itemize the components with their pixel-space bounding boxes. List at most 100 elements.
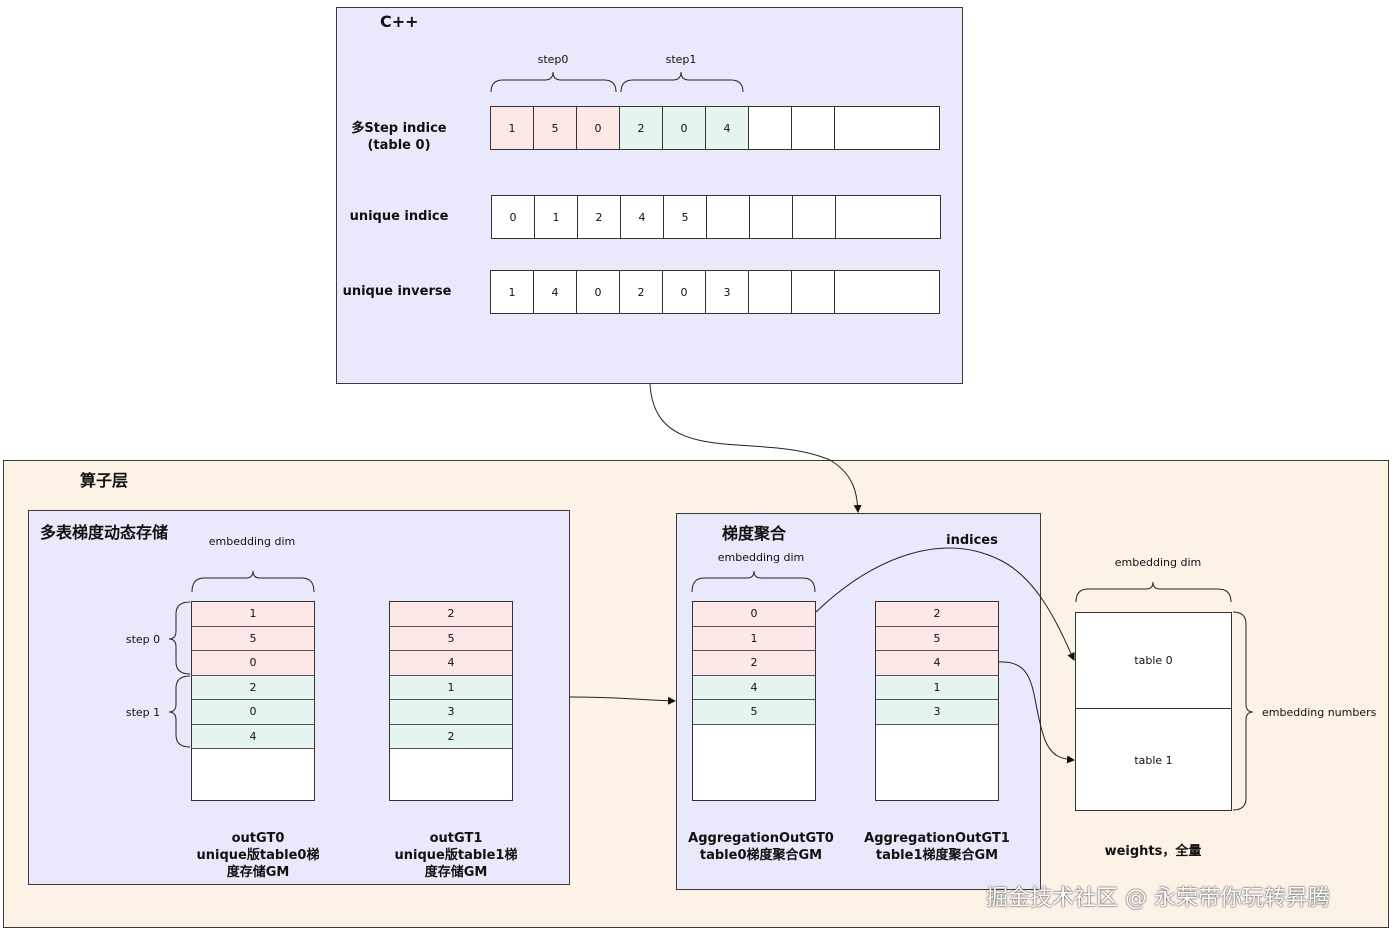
cell: 4 [621,196,664,238]
aggregation-dim-bracket [691,570,816,593]
cell: 1 [693,626,815,651]
cell: 4 [192,724,314,749]
cell [792,107,835,149]
weights-dim-bracket [1075,581,1232,603]
cell: 2 [693,651,815,676]
unique-indice-row: 0 1 2 4 5 [491,195,941,239]
aggregation-gt0-label-line1: AggregationOutGT0 [688,831,834,846]
cell: 5 [192,626,314,651]
cell: 0 [577,107,620,149]
cell: 4 [534,271,577,313]
out-gt1-label-line3: 度存储GM [424,865,488,880]
step0-side-bracket [168,601,191,675]
step0-side-label: step 0 [125,633,161,646]
cell: 2 [578,196,621,238]
cell [793,196,836,238]
unique-inverse-row: 1 4 0 2 0 3 [490,270,940,314]
cell: 0 [693,602,815,627]
cell: 2 [192,675,314,700]
step1-side-bracket [168,675,191,748]
cell: 4 [693,675,815,700]
cell: 1 [192,602,314,627]
aggregation-gt0-label: AggregationOutGT0 table0梯度聚合GM [684,830,838,864]
weights-label: weights，全量 [1104,844,1202,859]
multi-step-indice-label-line2: (table 0) [367,138,431,153]
cell: 5 [534,107,577,149]
out-gt0-stack: 1 5 0 2 0 4 [191,601,315,801]
cell: 1 [876,675,998,700]
cell: 3 [876,700,998,725]
watermark: 掘金技术社区 @ 永荣带你玩转昇腾 [986,886,1330,911]
step1-side-label: step 1 [125,706,161,719]
cpp-title: C++ [380,12,419,31]
cell: 2 [390,724,512,749]
cell: 0 [492,196,535,238]
weights-table1-label: table 1 [1134,753,1173,767]
cell: 0 [663,271,706,313]
cell: 4 [876,651,998,676]
cell: 0 [192,700,314,725]
aggregation-gt1-label-line1: AggregationOutGT1 [864,831,1010,846]
aggregation-gt0-label-line2: table0梯度聚合GM [699,848,823,863]
operator-layer-title: 算子层 [80,471,129,490]
weights-embedding-dim: embedding dim [1114,556,1202,569]
out-gt1-label-line2: unique版table1梯 [394,848,518,863]
indices-arrow-table1 [998,661,1075,764]
out-gt1-label: outGT1 unique版table1梯 度存储GM [386,830,526,881]
storage-dim-bracket [191,570,315,593]
weights-table1: table 1 [1076,709,1231,811]
cell: 2 [620,107,663,149]
aggregation-gt0-stack: 0 1 2 4 5 [692,601,816,801]
cell: 1 [491,271,534,313]
cell: 0 [577,271,620,313]
cell: 1 [390,675,512,700]
cell: 1 [535,196,578,238]
cpp-to-aggregation-arrow [649,383,862,513]
cell: 2 [620,271,663,313]
embedding-numbers-bracket [1232,611,1254,811]
cell: 4 [390,651,512,676]
multi-step-indice-label: 多Step indice (table 0) [338,120,460,154]
multi-step-indice-row: 1 5 0 2 0 4 [490,106,940,150]
cell: 0 [192,651,314,676]
cell: 5 [664,196,707,238]
weights-table0: table 0 [1076,613,1231,709]
cell: 0 [663,107,706,149]
aggregation-title: 梯度聚合 [722,524,787,543]
aggregation-gt1-stack: 2 5 4 1 3 [875,601,999,801]
step0-bracket [490,71,617,93]
storage-to-aggregation-arrow [569,696,676,705]
multi-step-indice-label-line1: 多Step indice [351,121,447,136]
cell: 3 [390,700,512,725]
out-gt1-label-line1: outGT1 [429,831,483,846]
cell: 2 [390,602,512,627]
indices-label: indices [946,533,998,548]
cell [792,271,835,313]
step1-label: step1 [665,53,697,66]
aggregation-gt1-label-line2: table1梯度聚合GM [875,848,999,863]
cell: 1 [491,107,534,149]
cell: 3 [706,271,749,313]
out-gt0-label-line3: 度存储GM [226,865,290,880]
out-gt0-label-line1: outGT0 [231,831,285,846]
cell: 5 [876,626,998,651]
unique-indice-label: unique indice [349,209,449,224]
cell: 2 [876,602,998,627]
cell: 4 [706,107,749,149]
cell [750,196,793,238]
cell [749,107,792,149]
out-gt1-stack: 2 5 4 1 3 2 [389,601,513,801]
weights-table: table 0 table 1 [1075,612,1232,811]
cell: 5 [693,700,815,725]
aggregation-embedding-dim: embedding dim [717,551,805,564]
storage-title: 多表梯度动态存储 [40,523,169,542]
out-gt0-label: outGT0 unique版table0梯 度存储GM [188,830,328,881]
cell [707,196,750,238]
storage-embedding-dim: embedding dim [208,535,296,548]
indices-arrow-table0 [815,547,1075,661]
weights-table0-label: table 0 [1134,654,1173,667]
step1-bracket [620,71,744,93]
embedding-numbers-label: embedding numbers [1262,706,1377,719]
cell [749,271,792,313]
